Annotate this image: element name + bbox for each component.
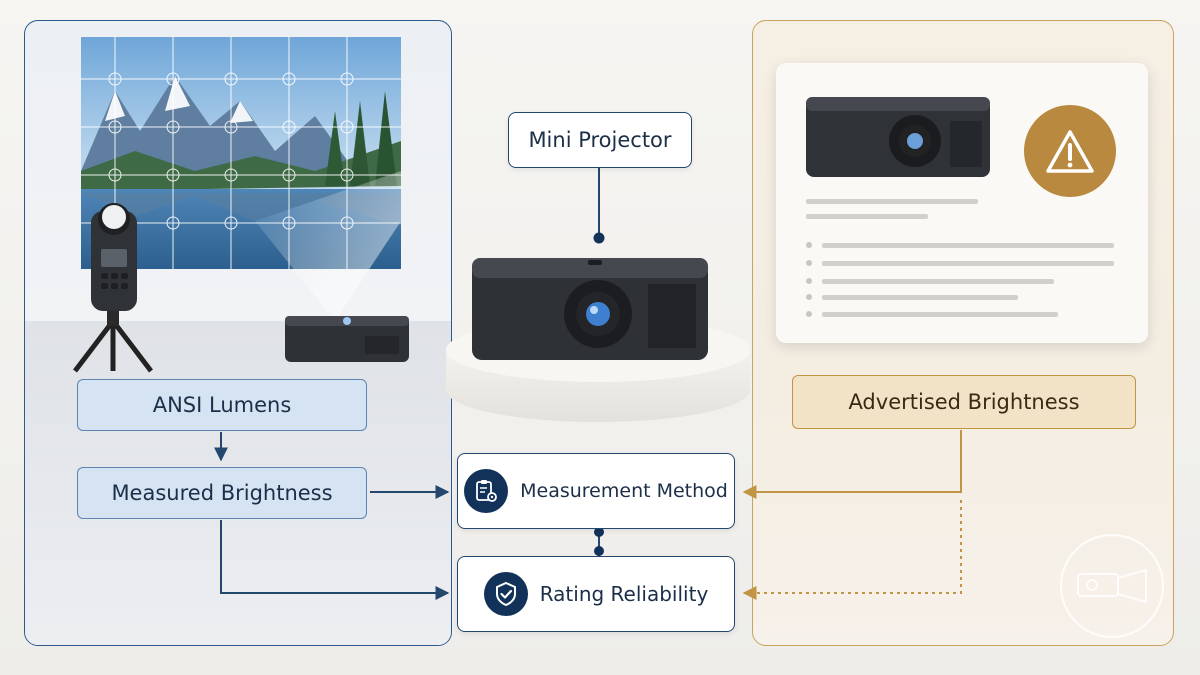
listing-line [822,261,1114,266]
rating-reliability-label: Rating Reliability [539,582,709,606]
product-listing-card [776,63,1148,343]
measurement-method-node: Measurement Method [457,453,735,529]
advertised-brightness-label: Advertised Brightness [848,390,1080,414]
listing-projector-image [806,97,990,177]
projector-icon [1060,534,1164,638]
listing-line [806,199,978,204]
ansi-lumens-node: ANSI Lumens [77,379,367,431]
measurement-method-label: Measurement Method [520,480,728,502]
listing-line [822,279,1054,284]
clipboard-gear-icon [464,469,509,513]
rating-reliability-node: Rating Reliability [457,556,735,632]
listing-line [806,214,928,219]
warning-icon [1024,105,1116,197]
mini-projector-illustration [446,258,750,422]
light-meter-icon [73,203,153,373]
bullet-dot [806,311,812,317]
measured-brightness-node: Measured Brightness [77,467,367,519]
mini-projector-label: Mini Projector [528,128,672,152]
advertised-brightness-node: Advertised Brightness [792,375,1136,429]
listing-line [822,243,1114,248]
measurement-scene [25,37,451,645]
bullet-dot [806,294,812,300]
ansi-lumens-label: ANSI Lumens [152,393,292,417]
bullet-dot [806,278,812,284]
bullet-dot [806,260,812,266]
mini-projector-node: Mini Projector [508,112,692,168]
listing-line [822,295,1018,300]
measured-brightness-label: Measured Brightness [111,481,333,505]
small-projector [285,316,409,362]
listing-line [822,312,1058,317]
measured-panel [24,20,452,646]
shield-check-icon [483,572,528,616]
bullet-dot [806,242,812,248]
